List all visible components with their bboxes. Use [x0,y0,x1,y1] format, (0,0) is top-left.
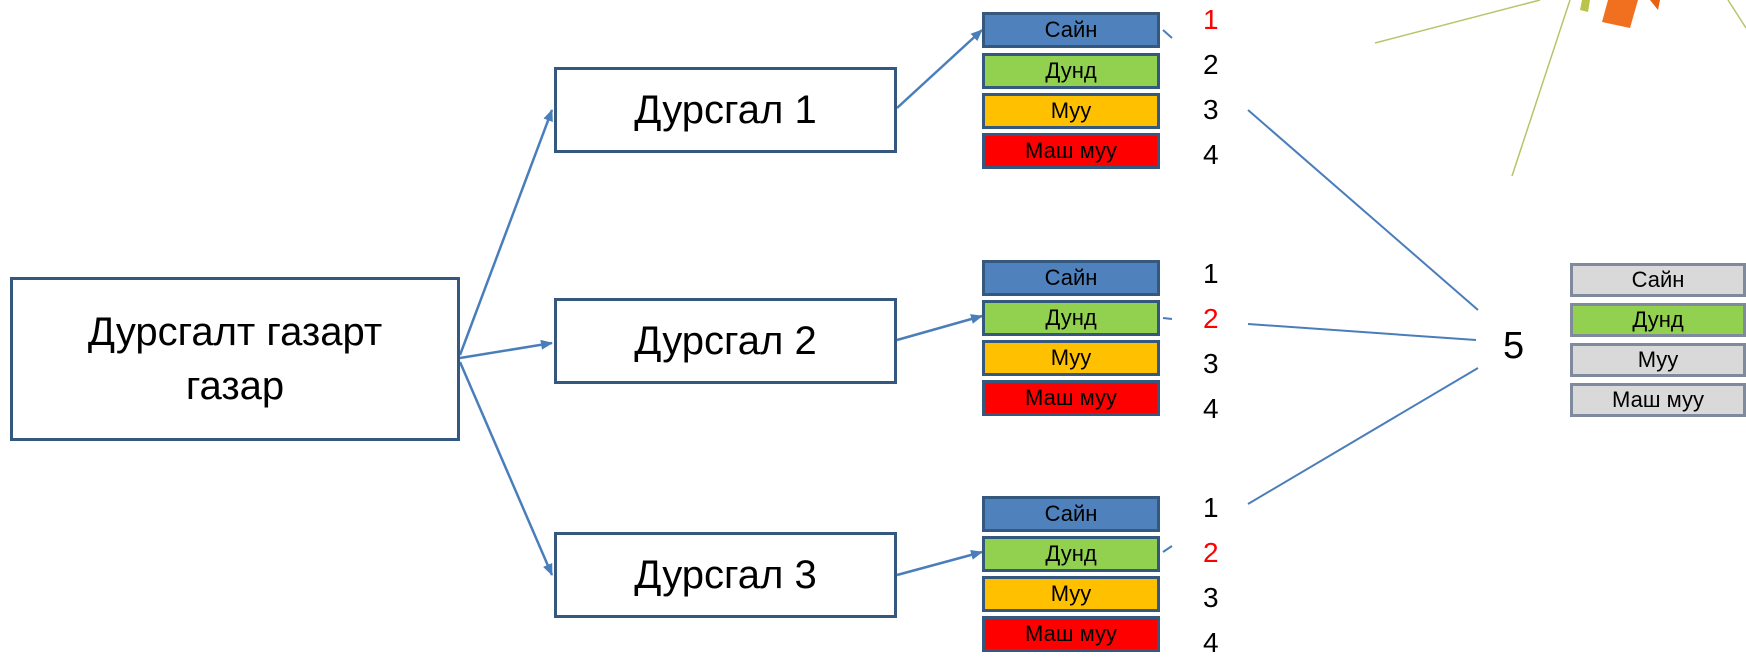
result-rating-medium: Дунд [1570,303,1746,337]
score-3: 3 [1203,582,1219,613]
score-2: 2 [1203,303,1219,334]
rating-label: Муу [1050,345,1092,370]
rating-bad: Муу [982,340,1160,376]
result-score: 5 [1503,325,1525,367]
arrow-site-1-to-rating [896,29,983,109]
line-score-3-to-result [1247,109,1479,311]
score-4: 4 [1203,627,1219,658]
rating-bad: Муу [982,93,1160,129]
rating-label: Маш муу [1025,621,1117,646]
score-4: 4 [1203,139,1219,170]
line-score-1-to-result [1247,367,1479,505]
result-rating-bad: Муу [1570,343,1746,377]
rating-label: Дунд [1045,58,1097,83]
arrow-root-to-site-3 [458,361,554,576]
tick-site-1 [1162,29,1173,39]
root-box: Дурсгалт газарт газар [10,277,460,441]
rating-label: Дунд [1045,305,1097,330]
line-score-2-to-result [1247,323,1477,341]
rating-very-bad: Маш муу [982,380,1160,416]
site-box-1: Дурсгал 1 [554,67,897,153]
rating-very-bad: Маш муу [982,616,1160,652]
rating-label: Дунд [1045,541,1097,566]
rating-medium: Дунд [982,300,1160,336]
rating-very-bad: Маш муу [982,133,1160,169]
score-4: 4 [1203,393,1219,424]
site-box-3: Дурсгал 3 [554,532,897,618]
rating-label: Маш муу [1025,138,1117,163]
tick-site-2 [1162,317,1173,320]
arrow-site-2-to-rating [896,314,983,342]
tick-site-3 [1162,545,1173,553]
score-3: 3 [1203,348,1219,379]
arrow-root-to-site-1 [458,109,554,356]
arrow-site-3-to-rating [896,550,983,577]
rating-medium: Дунд [982,53,1160,89]
rating-label: Дунд [1632,307,1684,332]
site-box-2: Дурсгал 2 [554,298,897,384]
score-1: 1 [1203,492,1219,523]
rating-good: Сайн [982,496,1160,532]
root-label-line-1: Дурсгалт газарт [87,310,383,354]
rating-label: Муу [1050,581,1092,606]
rating-label: Сайн [1044,501,1098,526]
site-label: Дурсгал 1 [634,87,817,132]
rating-medium: Дунд [982,536,1160,572]
score-1: 1 [1203,258,1219,289]
rating-label: Сайн [1044,265,1098,290]
rating-label: Муу [1050,98,1092,123]
root-label-line-2: газар [185,364,285,408]
site-label: Дурсгал 2 [634,318,817,363]
score-3: 3 [1203,94,1219,125]
rating-label: Маш муу [1025,385,1117,410]
site-label: Дурсгал 3 [634,552,817,597]
score-1: 1 [1203,4,1219,35]
rating-label: Маш муу [1612,387,1704,412]
rating-good: Сайн [982,260,1160,296]
result-rating-very-bad: Маш муу [1570,383,1746,417]
score-2: 2 [1203,537,1219,568]
rating-label: Сайн [1631,267,1685,292]
rating-label: Сайн [1044,17,1098,42]
rating-bad: Муу [982,576,1160,612]
rating-label: Муу [1637,347,1679,372]
result-rating-good: Сайн [1570,263,1746,297]
rating-good: Сайн [982,12,1160,48]
sunburst-decoration [1374,0,1746,177]
arrow-root-to-site-2 [459,339,553,360]
score-2: 2 [1203,49,1219,80]
